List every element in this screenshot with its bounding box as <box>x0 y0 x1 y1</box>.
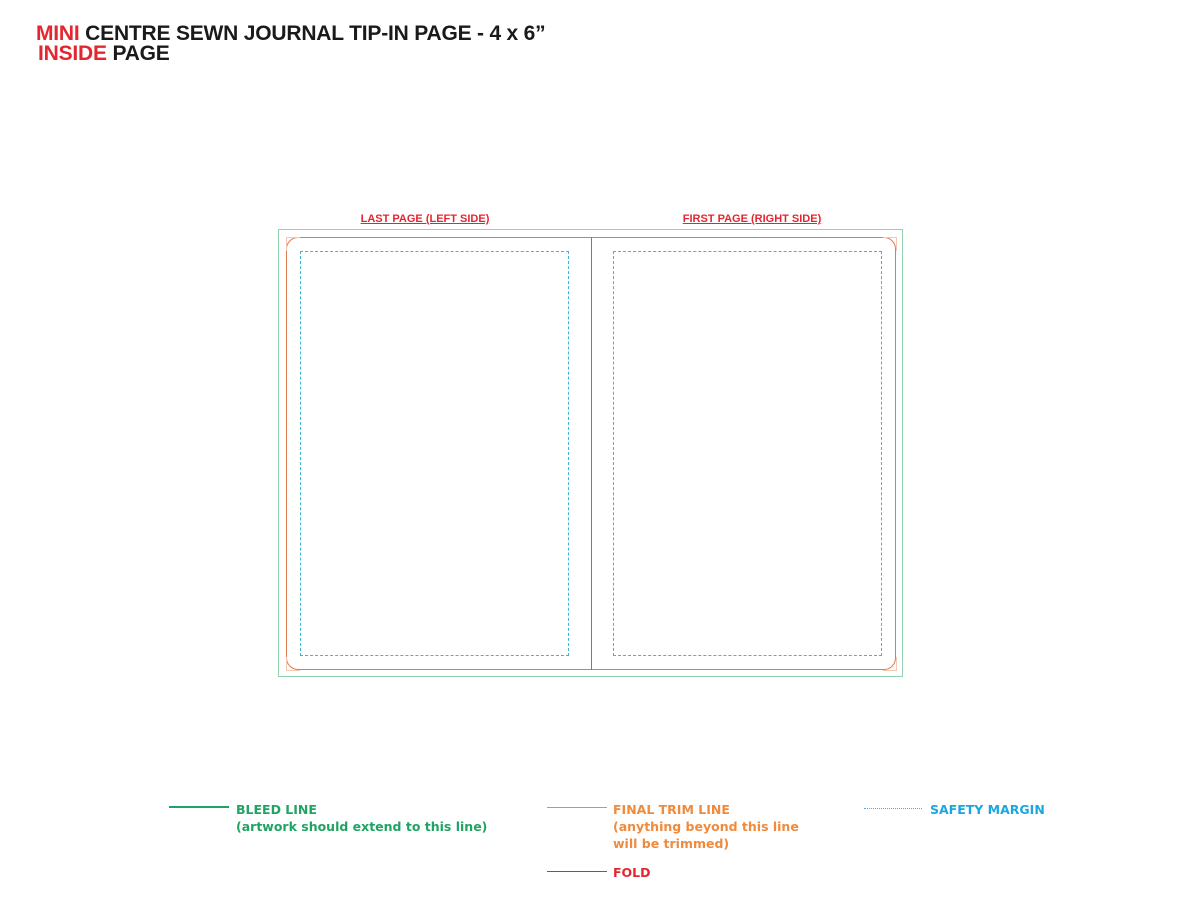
title-mini: MINI <box>36 22 80 45</box>
safety-line-swatch <box>864 808 922 809</box>
title-main: CENTRE SEWN JOURNAL TIP-IN PAGE - 4 x 6” <box>79 22 546 45</box>
bleed-line-swatch <box>169 806 229 808</box>
template-title: MINI CENTRE SEWN JOURNAL TIP-IN PAGE - 4… <box>36 22 546 65</box>
bleed-legend-title: BLEED LINE <box>236 802 317 817</box>
right-page-label: FIRST PAGE (RIGHT SIDE) <box>682 213 822 225</box>
fold-legend-title: FOLD <box>613 865 651 880</box>
fold-line <box>591 237 592 670</box>
title-line-2: INSIDE PAGE <box>36 42 545 65</box>
bleed-legend: BLEED LINE (artwork should extend to thi… <box>236 801 487 835</box>
trim-corner-mark <box>286 657 300 671</box>
title-page: PAGE <box>106 42 170 65</box>
right-safety-margin <box>613 251 882 656</box>
trim-legend-note-2: will be trimmed) <box>613 836 730 851</box>
title-line-1: MINI CENTRE SEWN JOURNAL TIP-IN PAGE - 4… <box>36 22 546 45</box>
trim-legend-note-1: (anything beyond this line <box>613 819 799 834</box>
trim-corner-mark <box>883 237 897 251</box>
trim-legend: FINAL TRIM LINE (anything beyond this li… <box>613 801 799 852</box>
title-inside: INSIDE <box>38 42 107 65</box>
safety-legend: SAFETY MARGIN <box>930 801 1045 818</box>
safety-legend-title: SAFETY MARGIN <box>930 802 1045 817</box>
trim-corner-mark <box>883 657 897 671</box>
left-page-label: LAST PAGE (LEFT SIDE) <box>360 213 490 225</box>
fold-legend: FOLD <box>613 864 651 881</box>
trim-line-swatch <box>547 807 607 808</box>
trim-corner-mark <box>286 237 300 251</box>
bleed-legend-note: (artwork should extend to this line) <box>236 819 488 834</box>
trim-legend-title: FINAL TRIM LINE <box>613 802 730 817</box>
bleed-area <box>278 229 903 677</box>
fold-line-swatch <box>547 871 607 872</box>
left-safety-margin <box>300 251 569 656</box>
